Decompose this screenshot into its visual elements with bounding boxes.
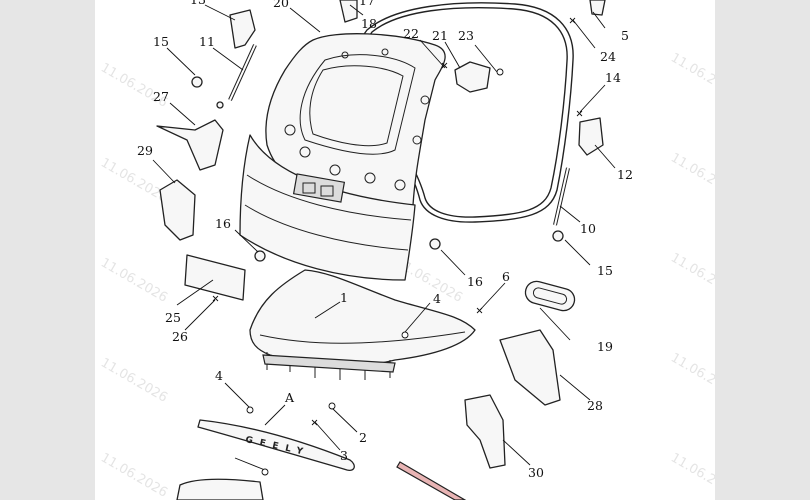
callout-10: 10 [580, 221, 596, 236]
callout-17: 17 [359, 0, 375, 8]
hinge-part [339, 0, 358, 23]
callout-4: 4 [433, 291, 441, 306]
leader-lines [152, 4, 616, 471]
callout-labels: 13 20 17 18 5 15 11 22 21 23 24 14 27 12… [137, 0, 633, 480]
watermark-text: 11.06.2026 [98, 450, 170, 500]
callout-18: 18 [361, 16, 377, 31]
clip-part [254, 250, 266, 262]
callout-11: 11 [199, 34, 215, 49]
clip-part [552, 230, 564, 242]
callout-14: 14 [605, 70, 621, 85]
callout-4: 4 [215, 368, 223, 383]
exploded-parts-diagram: 11.06.2026 11.06.2026 11.06.2026 11.06.2… [95, 0, 715, 500]
callout-25: 25 [165, 310, 181, 325]
callout-26: 26 [172, 329, 188, 344]
callout-28: 28 [587, 398, 603, 413]
callout-15: 15 [153, 34, 169, 49]
gas-strut-part [553, 167, 570, 226]
hinge-part [229, 9, 256, 49]
callout-23: 23 [458, 28, 474, 43]
tailgate-outer-panel [239, 134, 416, 281]
watermark-text: 11.06.2026 [668, 150, 715, 200]
watermark-text: 11.06.2026 [668, 450, 715, 500]
handle-part [524, 280, 576, 312]
gas-strut-part [216, 44, 257, 109]
callout-12: 12 [617, 167, 633, 182]
clip-part [429, 238, 441, 250]
hinge-part [589, 0, 606, 16]
callout-3: 3 [340, 448, 348, 463]
callout-16: 16 [467, 274, 483, 289]
callout-19: 19 [597, 339, 613, 354]
callout-1: 1 [340, 290, 348, 305]
bracket-part [464, 394, 506, 469]
trim-cover-part [156, 119, 224, 171]
callout-30: 30 [528, 465, 544, 480]
watermark-text: 11.06.2026 [98, 255, 170, 305]
watermark-text: 11.06.2026 [98, 355, 170, 405]
callout-22: 22 [403, 26, 419, 41]
callout-20: 20 [273, 0, 289, 10]
license-plate-recess [292, 173, 346, 203]
spoiler-part [249, 269, 476, 380]
callout-29: 29 [137, 143, 153, 158]
lower-trim-part [176, 478, 264, 500]
callout-2: 2 [359, 430, 367, 445]
callout-21: 21 [432, 28, 448, 43]
callout-15: 15 [597, 263, 613, 278]
callout-6: 6 [502, 269, 510, 284]
latch-part [454, 61, 491, 93]
watermark-text: 11.06.2026 [668, 250, 715, 300]
watermark-text: 11.06.2026 [668, 50, 715, 100]
callout-13: 13 [190, 0, 206, 7]
callout-5: 5 [621, 28, 629, 43]
diagram-canvas: 11.06.2026 11.06.2026 11.06.2026 11.06.2… [98, 0, 715, 500]
watermark-text: 11.06.2026 [98, 155, 170, 205]
clip-part [191, 76, 203, 88]
callout-16: 16 [215, 216, 231, 231]
callout-24: 24 [600, 49, 616, 64]
watermark-text: 11.06.2026 [668, 350, 715, 400]
emblem-strip-part: GEELY [197, 419, 355, 471]
attachment-markers [212, 17, 583, 476]
callout-27: 27 [153, 89, 169, 104]
trim-cover-part [159, 179, 196, 241]
callout-A: A [284, 390, 295, 405]
bracket-part [499, 329, 561, 406]
hinge-part [578, 117, 604, 156]
trim-strip-part [396, 461, 467, 500]
